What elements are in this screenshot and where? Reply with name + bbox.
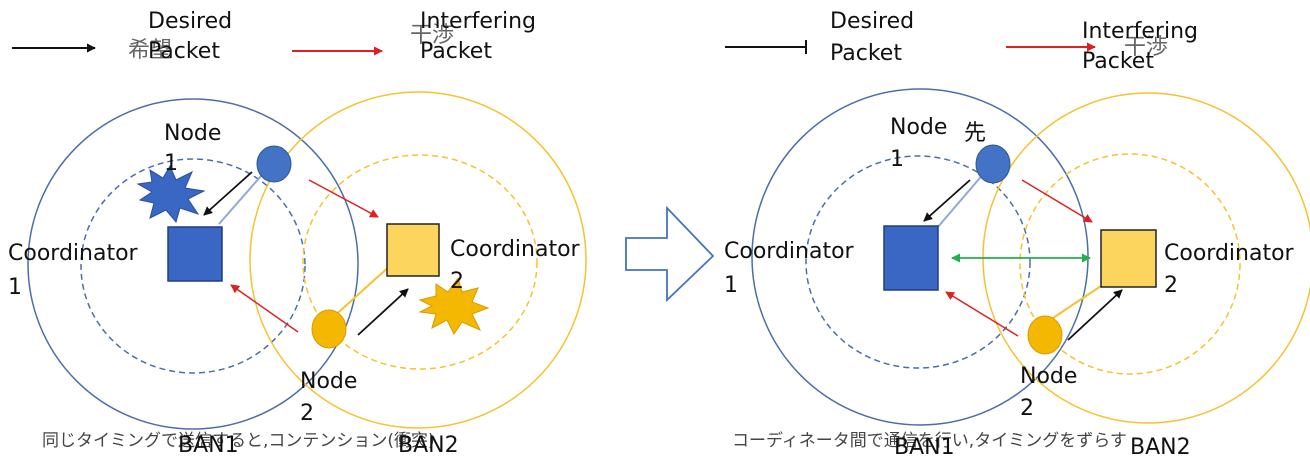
desired-packet-arrow <box>203 171 253 216</box>
coordinator2-square <box>1100 229 1157 288</box>
coordinator1-square <box>883 225 939 291</box>
collision-burst-icon <box>136 164 206 224</box>
ban1-inner-range <box>80 158 306 374</box>
legend-interfering-jp: 干渉 <box>410 23 454 48</box>
node2-link-line <box>329 263 393 321</box>
interfering-packet-arrow <box>230 284 299 333</box>
ban1-label: BAN1 <box>894 435 955 459</box>
coordinator1-square <box>167 226 223 282</box>
right-caption: コーディネータ間で通信を行い,タイミングをずらす <box>732 430 1127 451</box>
node1-dot <box>256 145 292 183</box>
ban1-label: BAN1 <box>178 433 239 458</box>
ban2-outer-range <box>249 91 587 429</box>
legend-interfering-jp-right: 干渉 <box>1124 35 1168 60</box>
node2-dot <box>1027 315 1063 355</box>
node1-dot <box>975 144 1011 184</box>
right-arrow-outline-icon <box>625 205 715 303</box>
ban2-label: BAN2 <box>398 433 459 458</box>
ban2-inner-range <box>1019 153 1241 375</box>
node2-dot <box>311 309 347 349</box>
node2-link-line <box>1049 283 1105 321</box>
node1-link-line <box>936 171 986 229</box>
node1-jp-label: 先 <box>964 121 986 146</box>
interfering-packet-arrow <box>1021 179 1093 223</box>
ban2-label: BAN2 <box>1130 435 1191 459</box>
interfering-packet-arrow <box>945 291 1019 337</box>
interfering-packet-arrow <box>308 179 379 218</box>
node1-link-line <box>218 167 269 225</box>
ban2-inner-range <box>302 154 538 370</box>
desired-packet-arrow <box>357 288 409 336</box>
collision-burst-icon <box>418 276 490 335</box>
left-caption: 同じタイミングで送信すると,コンテンション(衝突) <box>42 431 435 451</box>
ban1-outer-range <box>27 98 359 430</box>
desired-packet-arrow <box>923 179 971 222</box>
desired-packet-arrow <box>1067 289 1123 341</box>
legend-desired-jp: 希望 <box>128 38 172 63</box>
coordinator2-square <box>386 223 440 277</box>
